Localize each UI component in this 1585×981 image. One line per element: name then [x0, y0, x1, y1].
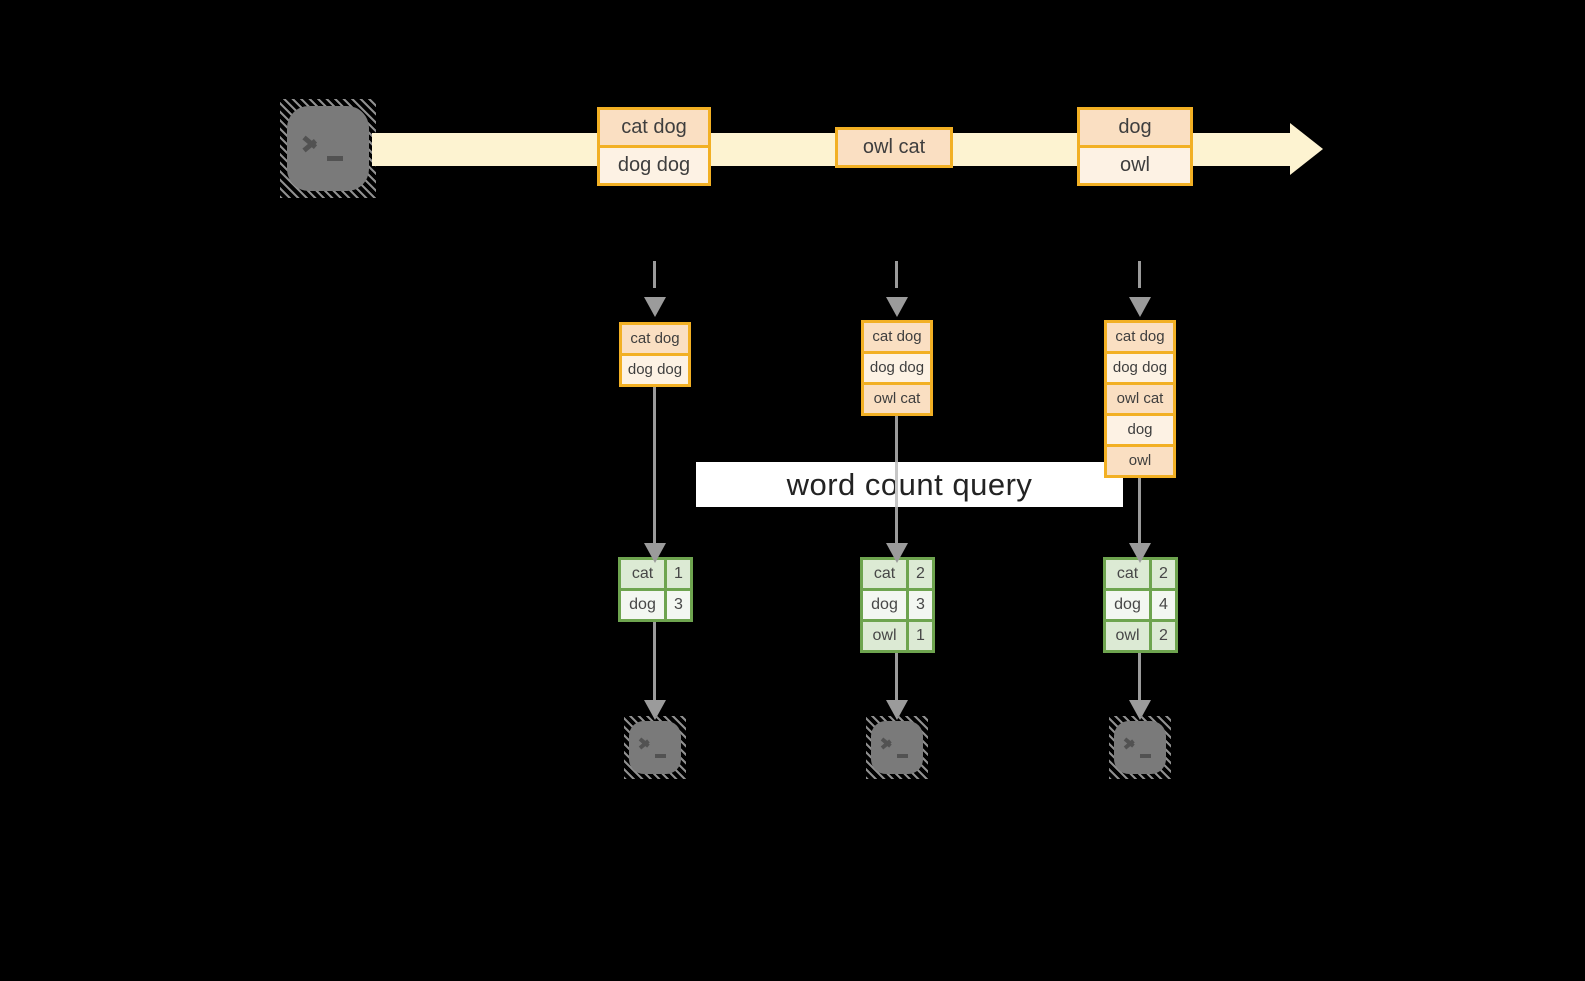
log-row: owl cat [1107, 382, 1173, 413]
state-log-col1: cat dog dog dog [619, 322, 691, 387]
count-row: cat 2 [863, 560, 932, 588]
terminal-sink-icon-1 [624, 716, 686, 779]
terminal-source-icon [280, 99, 376, 198]
log-row: dog [1107, 413, 1173, 444]
state-log-col3: cat dog dog dog owl cat dog owl [1104, 320, 1176, 478]
count-row: dog 3 [863, 588, 932, 619]
ingest-arrowhead-col1 [644, 297, 666, 317]
stream-message-3: dog owl [1077, 107, 1193, 186]
count-word-cell: owl [1106, 622, 1152, 650]
terminal-body [871, 721, 923, 774]
output-arrow-line-col2 [895, 653, 898, 700]
query-arrowhead-col2 [886, 543, 908, 563]
log-row: owl cat [864, 382, 930, 413]
count-word-cell: dog [863, 591, 909, 619]
count-row: owl 2 [1106, 619, 1175, 650]
terminal-sink-icon-3 [1109, 716, 1171, 779]
count-row: owl 1 [863, 619, 932, 650]
output-arrowhead-col2 [886, 700, 908, 720]
count-row: cat 1 [621, 560, 690, 588]
count-value-cell: 2 [909, 560, 932, 588]
count-value-cell: 1 [909, 622, 932, 650]
terminal-body [1114, 721, 1166, 774]
query-arrow-overlay-col2 [895, 462, 898, 507]
count-word-cell: dog [1106, 591, 1152, 619]
ingest-arrow-dash-col2 [895, 261, 898, 288]
count-word-cell: dog [621, 591, 667, 619]
count-value-cell: 4 [1152, 591, 1175, 619]
terminal-body [287, 106, 369, 191]
message-row: cat dog [600, 110, 708, 145]
count-table-col1: cat 1 dog 3 [618, 557, 693, 622]
prompt-chevron-icon [640, 736, 653, 750]
prompt-chevron-icon [1125, 736, 1138, 750]
count-word-cell: owl [863, 622, 909, 650]
count-value-cell: 2 [1152, 560, 1175, 588]
log-row: dog dog [622, 353, 688, 384]
count-value-cell: 3 [667, 591, 690, 619]
count-row: dog 4 [1106, 588, 1175, 619]
stream-message-2: owl cat [835, 127, 953, 168]
output-arrowhead-col3 [1129, 700, 1151, 720]
count-row: dog 3 [621, 588, 690, 619]
log-row: dog dog [1107, 351, 1173, 382]
log-row: owl [1107, 444, 1173, 475]
message-row: owl cat [838, 130, 950, 165]
count-table-col3: cat 2 dog 4 owl 2 [1103, 557, 1178, 653]
log-row: dog dog [864, 351, 930, 382]
output-arrowhead-col1 [644, 700, 666, 720]
message-row: owl [1080, 145, 1190, 183]
prompt-underscore-icon [1140, 754, 1151, 758]
stream-arrowhead-icon [1290, 123, 1323, 175]
prompt-underscore-icon [327, 156, 343, 161]
message-row: dog [1080, 110, 1190, 145]
count-row: cat 2 [1106, 560, 1175, 588]
count-value-cell: 2 [1152, 622, 1175, 650]
terminal-body [629, 721, 681, 774]
count-word-cell: cat [621, 560, 667, 588]
output-arrow-line-col3 [1138, 653, 1141, 700]
query-arrowhead-col3 [1129, 543, 1151, 563]
count-table-col2: cat 2 dog 3 owl 1 [860, 557, 935, 653]
stream-message-1: cat dog dog dog [597, 107, 711, 186]
state-log-col2: cat dog dog dog owl cat [861, 320, 933, 416]
query-arrow-line-col3 [1138, 478, 1141, 545]
ingest-arrowhead-col2 [886, 297, 908, 317]
ingest-arrow-dash-col3 [1138, 261, 1141, 288]
count-value-cell: 3 [909, 591, 932, 619]
ingest-arrow-dash-col1 [653, 261, 656, 288]
terminal-sink-icon-2 [866, 716, 928, 779]
query-arrow-line-col1 [653, 387, 656, 545]
prompt-chevron-icon [304, 133, 322, 153]
prompt-chevron-icon [882, 736, 895, 750]
count-word-cell: cat [1106, 560, 1152, 588]
count-word-cell: cat [863, 560, 909, 588]
log-row: cat dog [622, 325, 688, 353]
message-row: dog dog [600, 145, 708, 183]
ingest-arrowhead-col3 [1129, 297, 1151, 317]
count-value-cell: 1 [667, 560, 690, 588]
log-row: cat dog [864, 323, 930, 351]
log-row: cat dog [1107, 323, 1173, 351]
prompt-underscore-icon [655, 754, 666, 758]
query-arrowhead-col1 [644, 543, 666, 563]
prompt-underscore-icon [897, 754, 908, 758]
query-label: word count query [696, 462, 1123, 507]
output-arrow-line-col1 [653, 622, 656, 700]
